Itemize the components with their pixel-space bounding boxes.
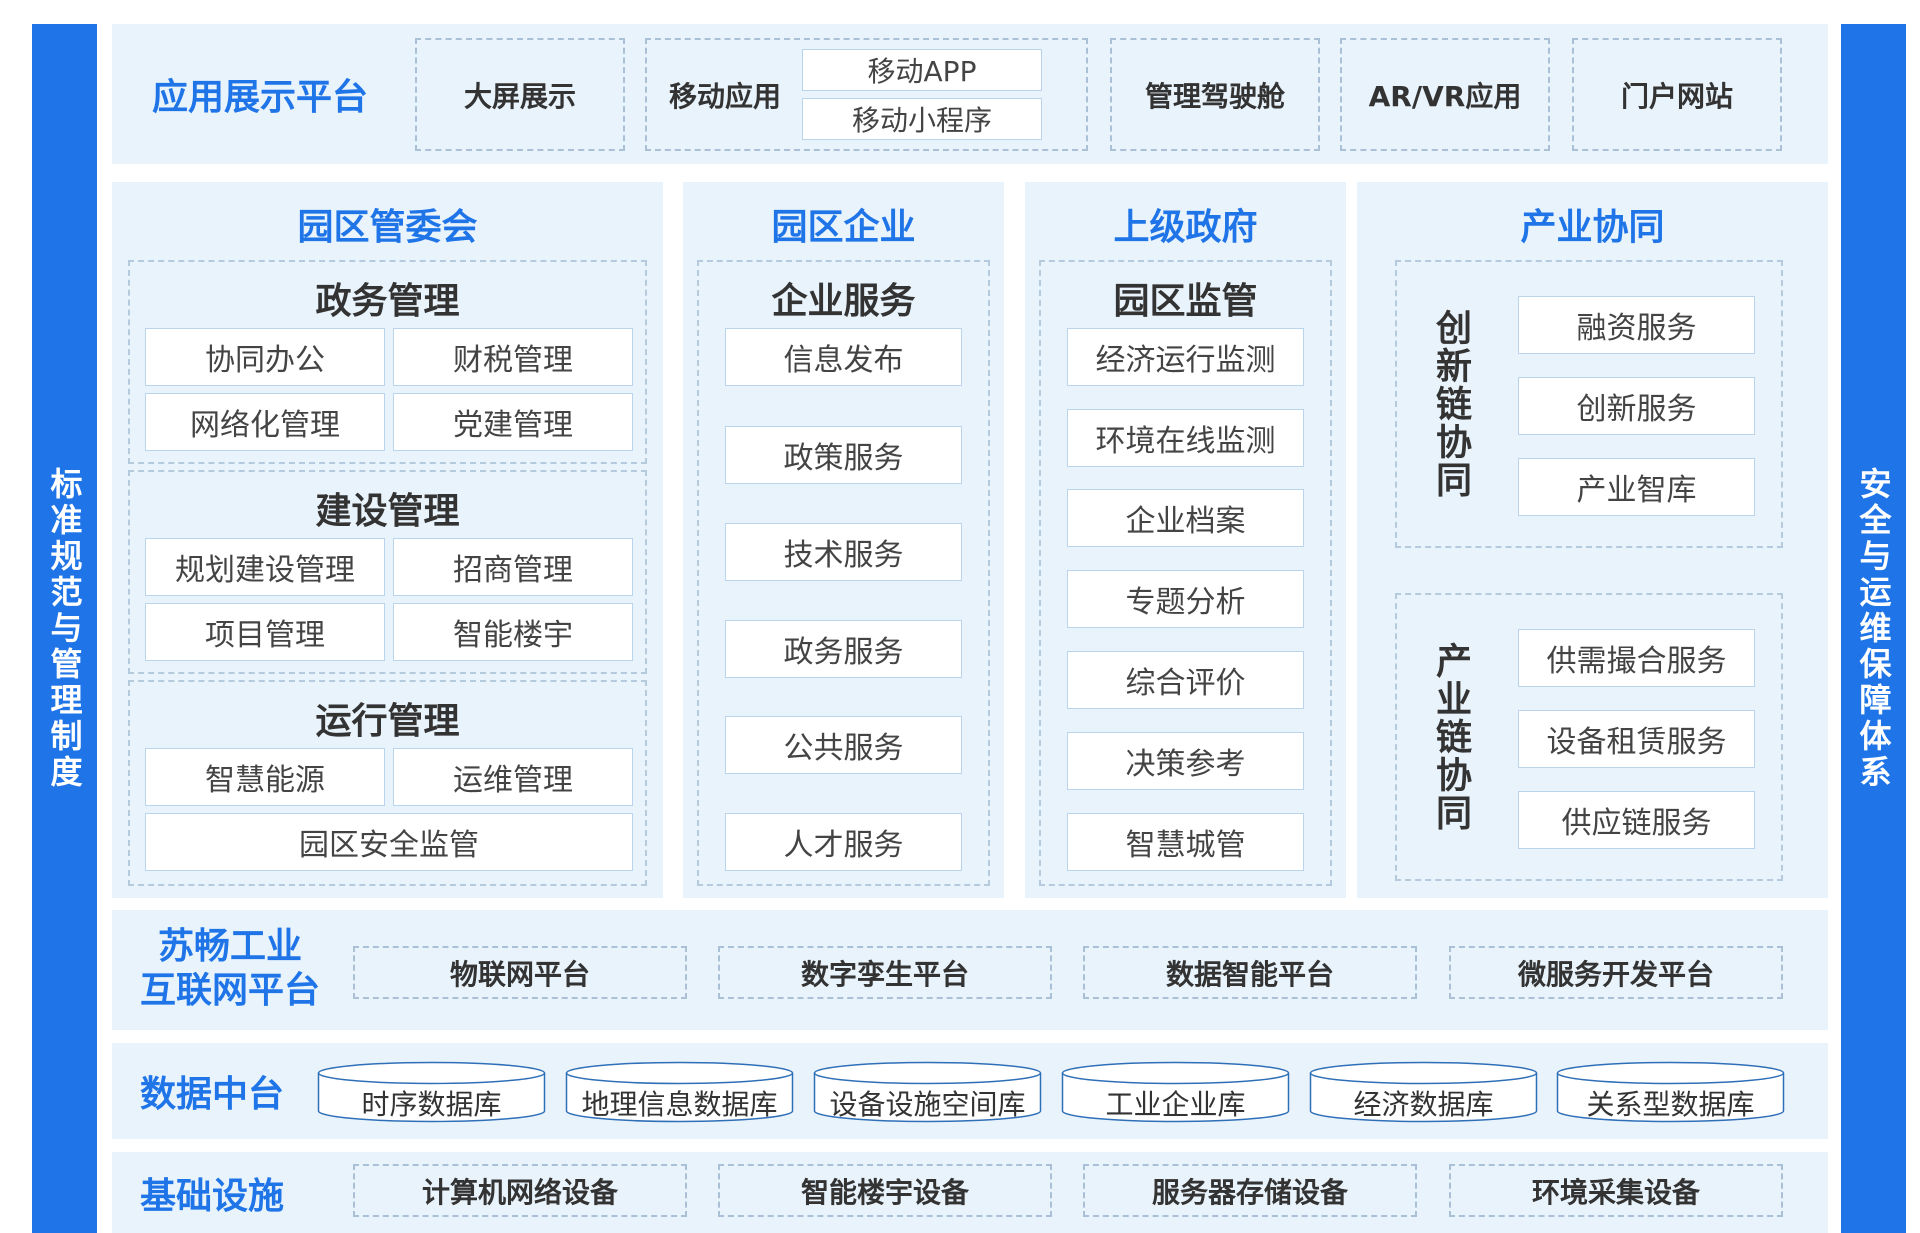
database-label: 经济数据库	[1353, 1088, 1494, 1121]
government-item: 智慧城管	[1067, 813, 1304, 871]
construction-group	[128, 470, 647, 674]
right-sidebar-label: 安全与运维保障体系	[1854, 466, 1893, 791]
iiot-section	[112, 910, 1828, 1030]
enterprise-item: 人才服务	[725, 813, 962, 871]
database-label: 设备设施空间库	[829, 1088, 1026, 1121]
enterprise-item: 政策服务	[725, 426, 962, 484]
database-icon	[1309, 1061, 1538, 1123]
mobile-app-item: 移动APP	[802, 49, 1042, 91]
left-sidebar-label: 标准规范与管理制度	[45, 466, 84, 791]
infrastructure-item: 环境采集设备	[1449, 1164, 1783, 1217]
innovation-item: 创新服务	[1518, 377, 1755, 435]
industry-chain-label-wrap: 产业链协同	[1405, 603, 1495, 871]
infrastructure-item: 智能楼宇设备	[718, 1164, 1052, 1217]
government-item: 决策参考	[1067, 732, 1304, 790]
enterprise-item: 技术服务	[725, 523, 962, 581]
enterprise-item: 信息发布	[725, 328, 962, 386]
database-icon	[317, 1061, 546, 1123]
database-cylinder: 地理信息数据库	[565, 1061, 794, 1123]
database-cylinder: 工业企业库	[1061, 1061, 1290, 1123]
database-cylinder: 关系型数据库	[1556, 1061, 1785, 1123]
enterprise-item: 政务服务	[725, 620, 962, 678]
mgmt-item: 智能楼宇	[393, 603, 633, 661]
mgmt-item: 园区安全监管	[145, 813, 633, 871]
database-label: 工业企业库	[1105, 1088, 1246, 1121]
mobile-app-box	[645, 38, 1088, 151]
mgmt-item: 招商管理	[393, 538, 633, 596]
management-title: 园区管委会	[297, 207, 478, 248]
mgmt-item: 党建管理	[393, 393, 633, 451]
portal-box: 门户网站	[1572, 38, 1782, 151]
infrastructure-item: 服务器存储设备	[1083, 1164, 1417, 1217]
database-icon	[813, 1061, 1042, 1123]
database-icon	[1556, 1061, 1785, 1123]
innovation-chain-label: 创新链协同	[1430, 309, 1471, 499]
database-cylinder: 经济数据库	[1309, 1061, 1538, 1123]
iiot-item: 数字孪生平台	[718, 946, 1052, 999]
industry-title: 产业协同	[1520, 207, 1665, 248]
database-icon	[565, 1061, 794, 1123]
infrastructure-title: 基础设施	[139, 1175, 284, 1217]
app-platform-title: 应用展示平台	[151, 77, 368, 118]
industry-chain-label: 产业链协同	[1430, 642, 1471, 832]
app-platform-section	[112, 24, 1828, 164]
innovation-chain-group	[1395, 260, 1783, 548]
industry-chain-group	[1395, 593, 1783, 881]
data-center-title: 数据中台	[139, 1074, 284, 1115]
iiot-title: 苏畅工业 互联网平台	[112, 925, 348, 1013]
chain-item: 供应链服务	[1518, 791, 1755, 849]
chain-item: 设备租赁服务	[1518, 710, 1755, 768]
mgmt-item: 规划建设管理	[145, 538, 385, 596]
database-label: 地理信息数据库	[581, 1088, 778, 1121]
government-item: 经济运行监测	[1067, 328, 1304, 386]
mini-program-item: 移动小程序	[802, 98, 1042, 140]
mobile-app-label: 移动应用	[668, 79, 781, 113]
mgmt-item: 网络化管理	[145, 393, 385, 451]
supervision-title: 园区监管	[1113, 281, 1258, 322]
iiot-item: 物联网平台	[353, 946, 687, 999]
cockpit-box: 管理驾驶舱	[1110, 38, 1320, 151]
mgmt-item: 项目管理	[145, 603, 385, 661]
innovation-chain-label-wrap: 创新链协同	[1405, 270, 1495, 538]
iiot-title-line1: 苏畅工业	[157, 926, 302, 967]
supervision-group	[1039, 260, 1332, 886]
left-sidebar: 标准规范与管理制度	[32, 24, 97, 1233]
gov-affairs-group	[128, 260, 647, 464]
government-item: 综合评价	[1067, 651, 1304, 709]
database-icon	[1061, 1061, 1290, 1123]
government-item: 专题分析	[1067, 570, 1304, 628]
iiot-item: 数据智能平台	[1083, 946, 1417, 999]
innovation-item: 融资服务	[1518, 296, 1755, 354]
operation-title: 运行管理	[315, 701, 460, 742]
database-label: 时序数据库	[361, 1088, 502, 1121]
enterprise-group-title: 企业服务	[771, 281, 916, 322]
enterprise-title: 园区企业	[771, 207, 916, 248]
mgmt-item: 财税管理	[393, 328, 633, 386]
enterprise-item: 公共服务	[725, 716, 962, 774]
big-screen-box: 大屏展示	[415, 38, 625, 151]
mgmt-item: 协同办公	[145, 328, 385, 386]
government-title: 上级政府	[1113, 207, 1258, 248]
database-cylinder: 时序数据库	[317, 1061, 546, 1123]
gov-affairs-title: 政务管理	[315, 281, 460, 322]
infrastructure-item: 计算机网络设备	[353, 1164, 687, 1217]
enterprise-group	[697, 260, 990, 886]
government-item: 环境在线监测	[1067, 409, 1304, 467]
arvr-box: AR/VR应用	[1340, 38, 1550, 151]
mgmt-item: 智慧能源	[145, 748, 385, 806]
innovation-item: 产业智库	[1518, 458, 1755, 516]
chain-item: 供需撮合服务	[1518, 629, 1755, 687]
mgmt-item: 运维管理	[393, 748, 633, 806]
operation-group	[128, 680, 647, 886]
iiot-item: 微服务开发平台	[1449, 946, 1783, 999]
right-sidebar: 安全与运维保障体系	[1841, 24, 1906, 1233]
database-label: 关系型数据库	[1586, 1088, 1755, 1121]
construction-title: 建设管理	[315, 491, 460, 532]
database-cylinder: 设备设施空间库	[813, 1061, 1042, 1123]
government-item: 企业档案	[1067, 489, 1304, 547]
iiot-title-line2: 互联网平台	[139, 970, 320, 1011]
